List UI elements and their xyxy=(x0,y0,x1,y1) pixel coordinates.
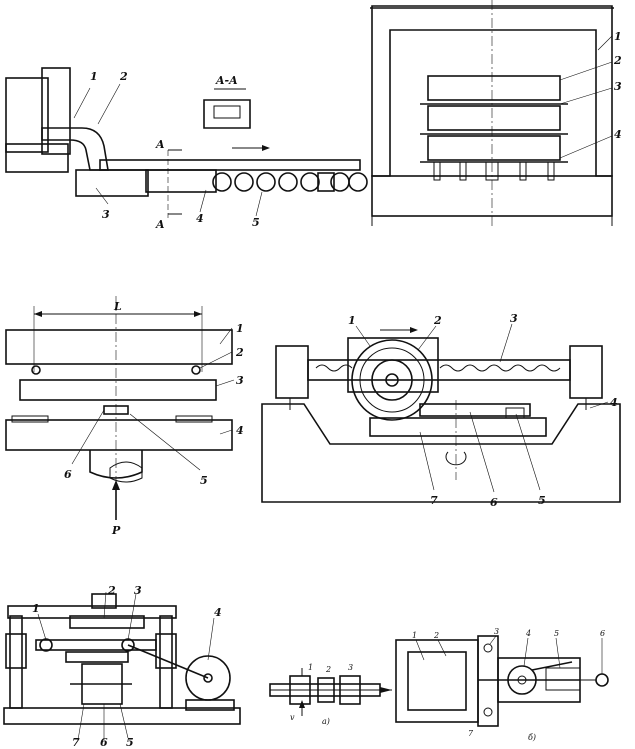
glass-stack-middle xyxy=(427,105,561,131)
figure-3-press: L P 1 2 3 4 5 6 xyxy=(5,296,244,537)
fig4-label-4: 4 xyxy=(610,396,618,409)
force-label: P xyxy=(111,524,121,537)
cut-mark-top: A xyxy=(155,138,165,151)
annealing-zone xyxy=(145,169,217,193)
fig3-label-3: 3 xyxy=(236,374,244,387)
figure-4-grinder: 1 2 3 4 5 6 7 xyxy=(261,312,621,509)
fig3-label-5: 5 xyxy=(200,474,208,487)
fig4-label-3: 3 xyxy=(510,312,518,325)
fig6b-label-7: 7 xyxy=(468,729,474,738)
fig1-label-4: 4 xyxy=(196,212,204,225)
fig4-label-6: 6 xyxy=(490,496,498,509)
roll-1 xyxy=(289,675,311,705)
fig6b-label-1: 1 xyxy=(412,631,417,640)
fig1-label-2: 2 xyxy=(119,70,128,83)
glass-blank xyxy=(407,651,467,711)
fig5-label-1: 1 xyxy=(32,602,40,615)
fig2-label-4: 4 xyxy=(614,128,622,141)
rack-supports xyxy=(433,161,555,181)
fig6a-label-1: 1 xyxy=(308,663,313,672)
fig4-label-1: 1 xyxy=(348,314,356,327)
section-a-a xyxy=(203,99,251,129)
fig4-label-7: 7 xyxy=(430,494,438,507)
tin-bath xyxy=(75,169,149,197)
roll-2 xyxy=(317,677,335,703)
fig6a-sublabel: a) xyxy=(322,717,330,726)
fig5-label-2: 2 xyxy=(107,584,116,597)
upper-platen xyxy=(5,329,233,365)
speed-mark: v xyxy=(290,713,295,722)
carriage xyxy=(347,337,439,393)
guide-beam xyxy=(307,359,571,381)
grinding-wheel xyxy=(351,339,433,421)
fig1-label-5: 5 xyxy=(252,216,260,229)
tank-bottom xyxy=(5,143,69,173)
fig5-label-6: 6 xyxy=(100,736,108,749)
rollers xyxy=(212,172,368,192)
fig5-label-7: 7 xyxy=(72,736,80,749)
foundation xyxy=(261,403,621,503)
fig2-label-3: 3 xyxy=(614,80,622,93)
fig2-label-2: 2 xyxy=(613,54,622,67)
glass-stack-lower xyxy=(427,135,561,161)
left-pillar xyxy=(275,345,309,399)
fig6b-sublabel: б) xyxy=(528,733,536,742)
cut-mark-bottom: A xyxy=(155,218,165,231)
fig3-label-6: 6 xyxy=(64,468,72,481)
fig1-label-3: 3 xyxy=(102,208,110,221)
motor xyxy=(595,673,609,687)
fig6a-label-2: 2 xyxy=(325,665,331,674)
dimension-label: L xyxy=(113,300,122,313)
fig1-label-1: 1 xyxy=(90,70,98,83)
fig3-label-4: 4 xyxy=(236,424,244,437)
fig3-label-2: 2 xyxy=(235,346,244,359)
fig6b-label-6: 6 xyxy=(600,629,605,638)
glass-ribbon xyxy=(99,159,361,171)
carriage-beam xyxy=(35,639,157,651)
lead-screw xyxy=(439,364,561,372)
roll-3 xyxy=(339,675,361,705)
drive-wheel xyxy=(507,665,537,695)
fig4-label-2: 2 xyxy=(433,314,442,327)
drive-head xyxy=(69,615,145,629)
fig6a-label-3: 3 xyxy=(348,663,353,672)
floor xyxy=(3,707,241,725)
fig6b-label-3: 3 xyxy=(494,627,499,636)
fig6b-label-2: 2 xyxy=(433,631,439,640)
fig5-label-4: 4 xyxy=(214,606,222,619)
fig6b-label-4: 4 xyxy=(525,629,531,638)
fig4-label-5: 5 xyxy=(538,494,546,507)
right-pillar xyxy=(569,345,603,399)
work-table xyxy=(369,417,547,437)
melt-tank xyxy=(5,77,49,153)
figure-5-polisher: 1 2 3 4 7 6 5 xyxy=(3,584,241,749)
figure-1-float-line: A A A-A 1 2 3 4 5 xyxy=(5,67,368,231)
figure-6a-rolling: v 1 2 3 a) xyxy=(269,663,392,726)
glass-stack-upper xyxy=(427,75,561,101)
fig5-label-5: 5 xyxy=(126,736,134,749)
spout xyxy=(41,127,109,171)
lower-platen xyxy=(5,419,233,451)
fig6b-label-5: 5 xyxy=(554,629,559,638)
section-title: A-A xyxy=(215,74,238,87)
workpiece xyxy=(419,403,531,417)
fig5-label-3: 3 xyxy=(134,584,142,597)
fig3-label-1: 1 xyxy=(236,322,244,335)
glass-sheet xyxy=(19,379,217,401)
refractory-wall xyxy=(41,67,71,155)
fig2-label-1: 1 xyxy=(614,30,622,43)
figure-2-furnace: 1 2 3 4 xyxy=(370,0,622,226)
figure-6b-cutting-table: 1 2 3 4 5 6 7 б) xyxy=(395,627,609,742)
